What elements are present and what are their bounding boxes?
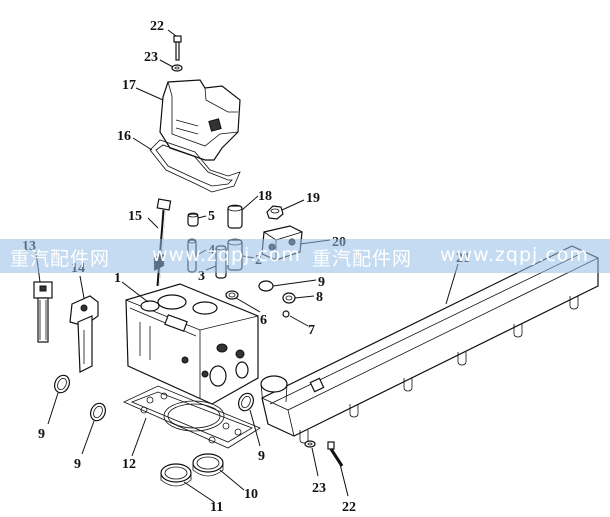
plug-8 <box>282 292 296 304</box>
head-gasket <box>123 385 261 449</box>
rocker-arm-14 <box>69 295 99 373</box>
bolt-bottom <box>327 441 344 467</box>
cup-5 <box>187 212 199 227</box>
watermark-text: 重汽配件网 <box>10 248 111 270</box>
o-ring-9b <box>90 402 106 422</box>
label-9-left: 9 <box>38 427 45 442</box>
label-7: 7 <box>308 323 315 338</box>
label-12: 12 <box>122 457 136 472</box>
label-16: 16 <box>117 129 131 144</box>
ring-10 <box>192 453 224 477</box>
label-10: 10 <box>244 487 258 502</box>
ring-7 <box>282 310 290 318</box>
rail-21 <box>260 245 599 444</box>
label-9-right: 9 <box>318 275 325 290</box>
watermark-url: www.zqpj.com <box>440 244 589 266</box>
label-9-bottom: 9 <box>258 449 265 464</box>
cover-gasket <box>149 139 241 193</box>
label-11: 11 <box>210 500 223 512</box>
label-17: 17 <box>122 78 136 93</box>
injector-13 <box>33 281 53 343</box>
label-22-bottom: 22 <box>342 500 356 512</box>
washer-bottom <box>304 440 316 448</box>
ring-6 <box>225 290 239 300</box>
label-3: 3 <box>198 269 205 284</box>
cap <box>258 280 274 292</box>
label-6: 6 <box>260 313 267 328</box>
washer-top <box>171 64 183 72</box>
watermark-url: www.zqpj.com <box>152 244 301 266</box>
valve-cover <box>159 79 241 161</box>
label-19: 19 <box>306 191 320 206</box>
bolt-top <box>173 35 182 61</box>
o-ring-9c <box>238 392 254 412</box>
label-9-mid: 9 <box>74 457 81 472</box>
sleeve-18 <box>227 204 243 229</box>
label-5: 5 <box>208 209 215 224</box>
nut-19 <box>266 205 284 220</box>
label-23-bottom: 23 <box>312 481 326 496</box>
cylinder-head <box>125 283 259 405</box>
label-22-top: 22 <box>150 19 164 34</box>
label-23-top: 23 <box>144 50 158 65</box>
watermark-banner: 重汽配件网 www.zqpj.com 重汽配件网 www.zqpj.com <box>0 239 610 273</box>
label-18: 18 <box>258 189 272 204</box>
label-1: 1 <box>114 271 121 286</box>
label-8: 8 <box>316 290 323 305</box>
ring-11 <box>160 463 192 487</box>
o-ring-9a <box>54 374 70 394</box>
label-15: 15 <box>128 209 142 224</box>
watermark-text: 重汽配件网 <box>312 248 413 270</box>
